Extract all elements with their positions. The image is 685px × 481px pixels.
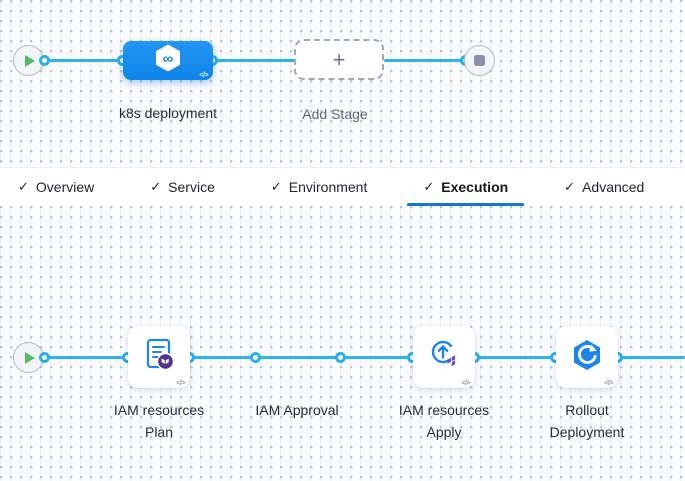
check-icon: ✓ [270,179,282,194]
step-label: IAM Approval [255,402,339,418]
tab-label: Advanced [582,179,645,195]
stage-graph-canvas: ∞ </> + k8s deployment Add Stage [0,0,685,167]
tab-label: Environment [288,179,368,195]
plus-icon: + [332,46,346,72]
check-icon: ✓ [423,179,435,194]
connector-line [45,59,123,62]
harness-cd-stage-icon: ∞ [153,43,183,78]
step-label: Rollout Deployment [549,402,625,440]
tab-label: Execution [441,179,509,195]
connector-point [39,352,50,363]
terraform-plan-icon [141,337,177,378]
terraform-apply-icon [425,336,463,379]
tab-execution[interactable]: ✓ Execution [407,168,524,206]
check-icon: ✓ [564,179,576,194]
connector-point [250,352,261,363]
svg-text:∞: ∞ [163,51,174,68]
yaml-code-icon: </> [176,380,185,387]
tab-advanced[interactable]: ✓ Advanced [548,168,660,206]
play-icon [25,351,35,364]
tab-label: Service [168,179,215,195]
connector-line [44,356,685,359]
step-label: IAM resources Plan [113,402,205,440]
execution-graph-canvas: </> [0,206,685,481]
stage-label: k8s deployment [118,105,218,121]
execution-start-node [13,342,44,373]
yaml-code-icon: </> [604,380,613,387]
add-stage-button[interactable]: + [294,39,384,80]
tab-label: Overview [35,179,95,195]
yaml-code-icon: </> [461,380,470,387]
pipeline-start-node [13,45,44,76]
connector-point [335,352,346,363]
check-icon: ✓ [18,179,29,194]
step-label: IAM resources Apply [398,402,490,440]
check-icon: ✓ [150,179,162,194]
step-node-rollout-deployment[interactable]: </> [556,326,618,388]
rolling-deploy-icon [569,337,605,378]
tab-environment[interactable]: ✓ Environment [255,168,384,206]
connector-line [384,59,466,62]
tab-service[interactable]: ✓ Service [134,168,231,206]
connector-line [213,59,296,62]
stage-config-tabbar: ✓ Overview ✓ Service ✓ Environment ✓ Exe… [0,167,685,206]
add-stage-label: Add Stage [302,106,368,122]
step-node-iam-resources-plan[interactable]: </> [128,326,190,388]
tab-overview[interactable]: ✓ Overview [2,168,110,206]
yaml-code-icon: </> [199,72,208,79]
play-icon [25,54,35,67]
connector-point [39,55,50,66]
step-node-iam-resources-apply[interactable]: </> [413,326,475,388]
stop-icon [474,55,485,66]
pipeline-end-node [464,45,495,76]
stage-node-k8s-deployment[interactable]: ∞ </> [123,41,213,80]
